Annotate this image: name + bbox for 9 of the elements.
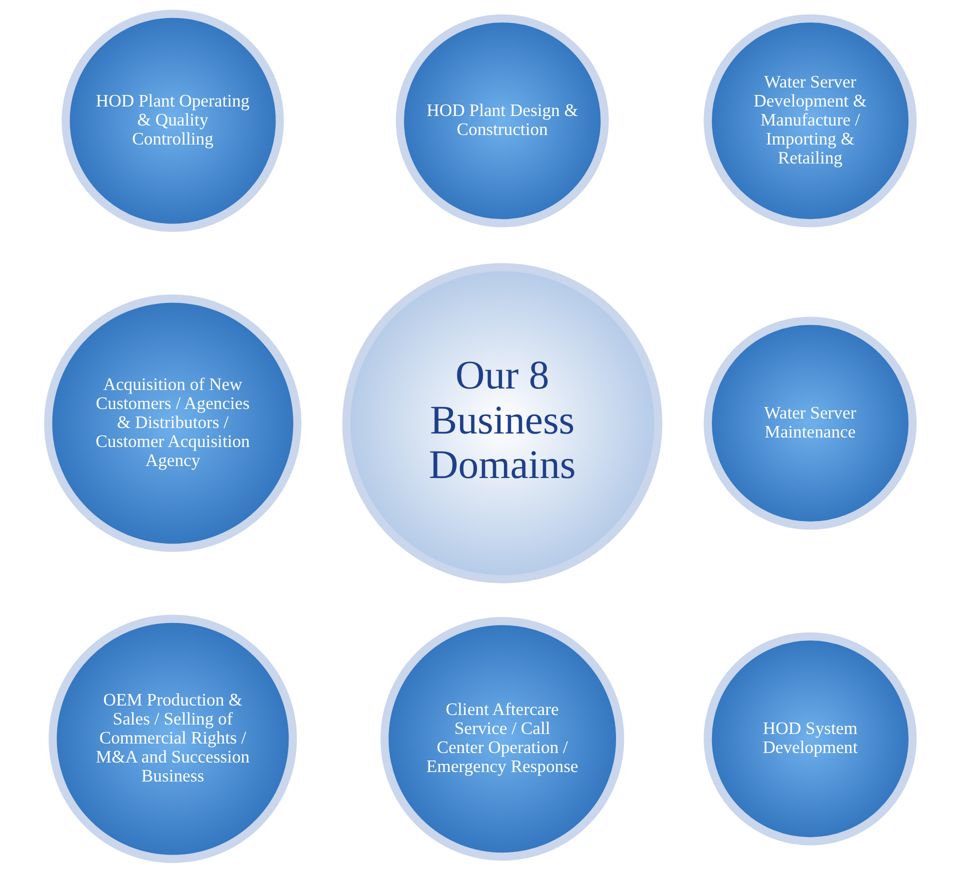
node-circle: HOD Plant Operating & Quality Controlling	[61, 10, 284, 232]
node-circle: Water Server Development & Manufacture / Importing & Retailing	[703, 14, 916, 228]
node-circle: Client Aftercare Service / Call Center Operation / Emergency Response	[380, 617, 624, 861]
node-circle: Water Server Maintenance	[703, 316, 916, 530]
node-circle: HOD Plant Design & Construction	[395, 14, 608, 228]
node-circle: HOD System Development	[703, 632, 916, 846]
node-circle: OEM Production & Sales / Selling of Commercial Rights / M&A and Succession Business	[48, 614, 296, 863]
node-circle: Our 8 Business Domains	[342, 263, 662, 584]
node-circle: Acquisition of New Customers / Agencies & Distributors / Customer Acquisition Agency	[44, 294, 301, 552]
